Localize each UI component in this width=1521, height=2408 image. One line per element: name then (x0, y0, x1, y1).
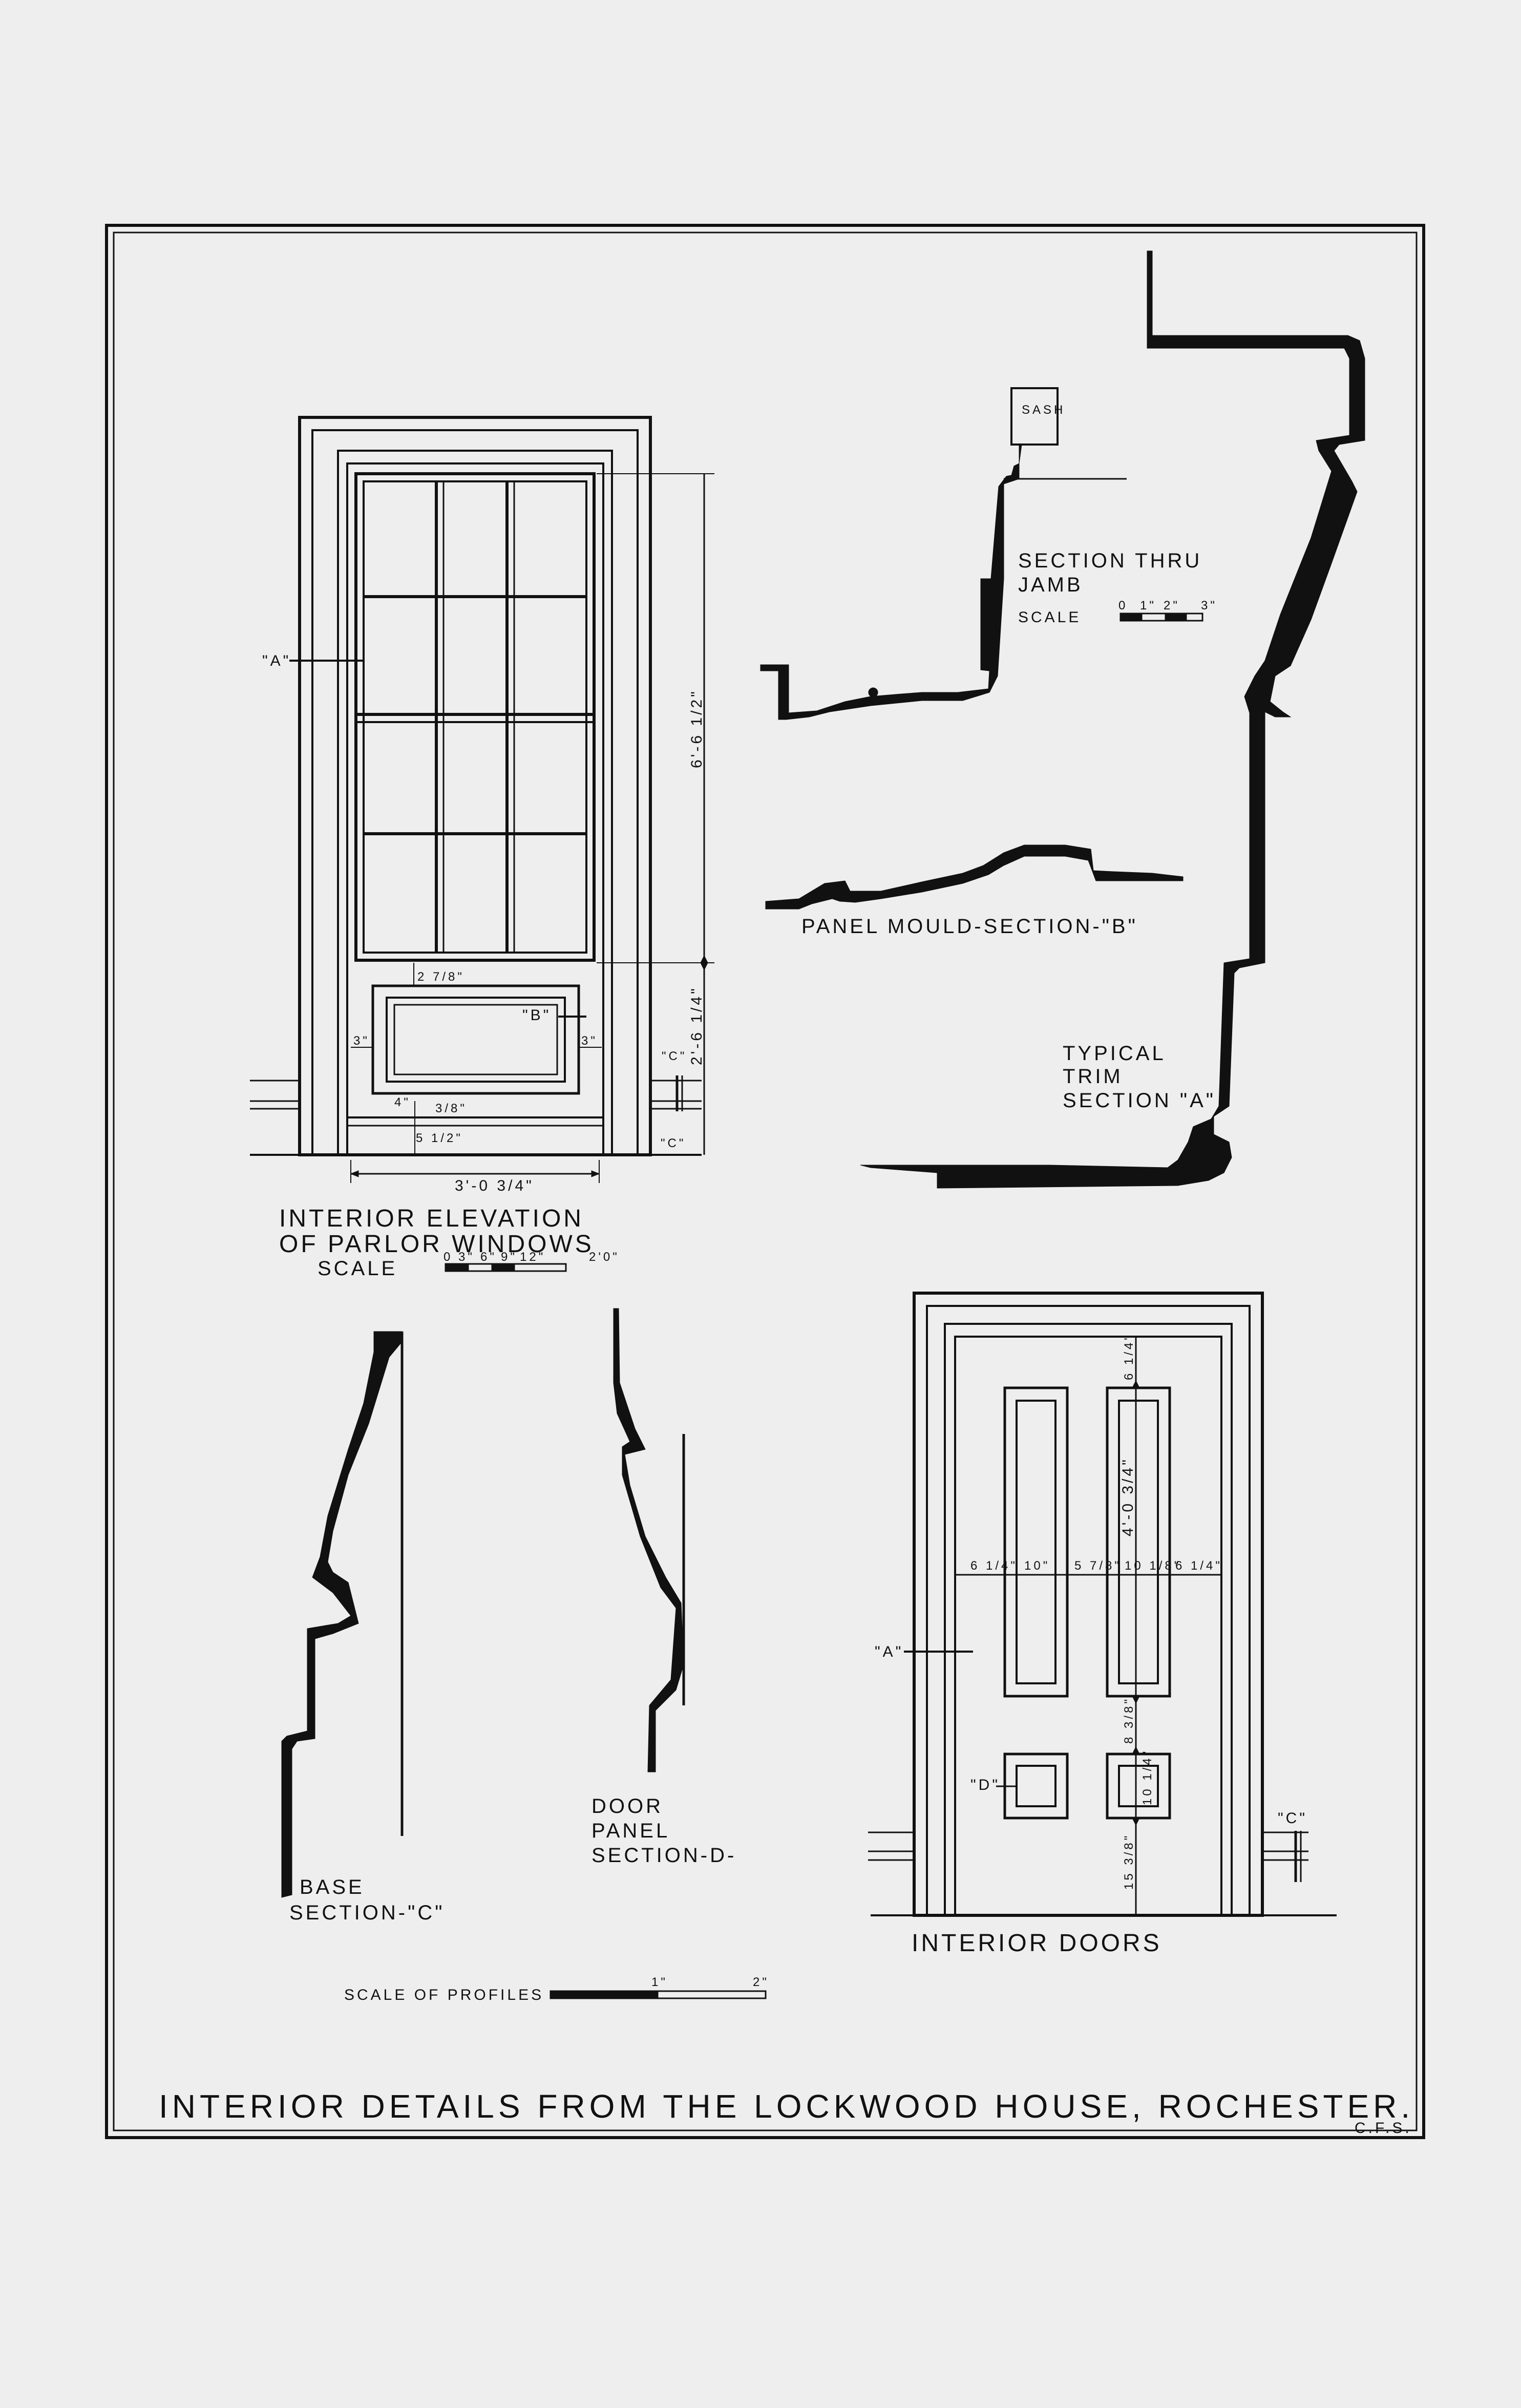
dim-panel-side-left: 3" (353, 1034, 370, 1048)
dim-door-mid: 8 3/8" (1122, 1697, 1136, 1744)
sheet-border (105, 224, 1425, 2139)
marker-b: "B" (522, 1007, 551, 1024)
marker-a-door: "A" (875, 1643, 903, 1660)
jamb-section-profile (760, 387, 1127, 720)
trim-label-line-2: TRIM (1063, 1065, 1123, 1088)
jamb-scale-tick-0: 0 (1118, 599, 1128, 612)
profiles-scale-bar (550, 1990, 767, 1999)
profiles-scale-tick-1: 1" (651, 1975, 668, 1989)
base-label-line-1: BASE (300, 1876, 365, 1898)
dim-door-w5: 6 1/4" (1175, 1559, 1222, 1573)
sheet-title: INTERIOR DETAILS FROM THE LOCKWOOD HOUSE… (159, 2088, 1414, 2125)
door-panel-label-line-3: SECTION-D- (592, 1844, 736, 1867)
dim-panel-height: 2'-6 1/4" (688, 986, 705, 1065)
interior-door-elevation (868, 1292, 1337, 1917)
dim-door-small: 10 1/4" (1140, 1749, 1154, 1805)
marker-c-window-1: "C" (662, 1049, 687, 1063)
panel-mould-label: PANEL MOULD-SECTION-"B" (801, 915, 1138, 938)
base-section-profile (281, 1331, 404, 1898)
dim-door-w1: 6 1/4" (970, 1559, 1018, 1573)
dim-window-width: 3'-0 3/4" (455, 1177, 534, 1194)
jamb-scale-bar (1119, 612, 1203, 622)
dim-door-top: 6 1/4" (1122, 1333, 1136, 1380)
jamb-scale-tick-3: 3" (1201, 599, 1217, 612)
parlor-title-line-1: INTERIOR ELEVATION (279, 1205, 584, 1232)
jamb-title-line-2: JAMB (1018, 574, 1083, 596)
base-label-line-2: SECTION-"C" (289, 1902, 445, 1924)
parlor-scale-tick-0: 0 (443, 1250, 453, 1264)
dim-door-w2: 10" (1024, 1559, 1050, 1573)
dim-rail-3-8: 3/8" (435, 1102, 467, 1115)
dim-panel-top: 2 7/8" (417, 970, 464, 984)
dim-door-panel-h: 4'-0 3/4" (1119, 1457, 1136, 1536)
jamb-scale-label: SCALE (1018, 609, 1081, 626)
door-panel-section-profile (613, 1308, 685, 1772)
profiles-scale-label: SCALE OF PROFILES (344, 1987, 544, 2003)
door-panel-label-line-1: DOOR (592, 1795, 663, 1818)
parlor-scale-tick-12: 12" (520, 1250, 545, 1264)
dim-rail-4: 4" (394, 1095, 411, 1109)
parlor-scale-bar (445, 1263, 567, 1272)
sash-label: SASH (1022, 403, 1065, 417)
marker-a-window: "A" (262, 652, 291, 669)
dim-door-w3: 5 7/8" (1074, 1559, 1122, 1573)
parlor-scale-tick-3: 3" (458, 1250, 475, 1264)
dim-door-bottom: 15 3/8" (1122, 1833, 1136, 1890)
dim-window-height: 6'-6 1/2" (688, 689, 705, 768)
dim-panel-side-right: 3" (581, 1034, 598, 1048)
jamb-scale-tick-2: 2" (1164, 599, 1180, 612)
parlor-scale-tick-9: 9" (501, 1250, 517, 1264)
sheet-initials: C.F.S. (1355, 2120, 1412, 2137)
doors-title: INTERIOR DOORS (912, 1930, 1162, 1957)
door-panel-label-line-2: PANEL (592, 1820, 670, 1842)
parlor-scale-tick-24: 2'0" (589, 1250, 620, 1264)
profiles-scale-tick-2: 2" (753, 1975, 769, 1989)
marker-d: "D" (970, 1777, 1000, 1793)
trim-section-profile (860, 250, 1365, 1189)
parlor-scale-label: SCALE (318, 1257, 397, 1280)
trim-label-line-3: SECTION "A" (1063, 1089, 1216, 1112)
parlor-scale-tick-6: 6" (480, 1250, 497, 1264)
panel-mould-profile (765, 844, 1184, 910)
dim-bottom-5-half: 5 1/2" (416, 1131, 463, 1145)
parlor-window-elevation (250, 416, 714, 1183)
marker-c-window-2: "C" (661, 1136, 686, 1150)
jamb-scale-tick-1: 1" (1140, 599, 1156, 612)
parlor-title-line-2: OF PARLOR WINDOWS (279, 1231, 594, 1258)
jamb-title-line-1: SECTION THRU (1018, 550, 1202, 572)
dim-door-w4: 10 1/8" (1125, 1559, 1181, 1573)
trim-label-line-1: TYPICAL (1063, 1042, 1166, 1065)
marker-c-door: "C" (1278, 1810, 1307, 1827)
